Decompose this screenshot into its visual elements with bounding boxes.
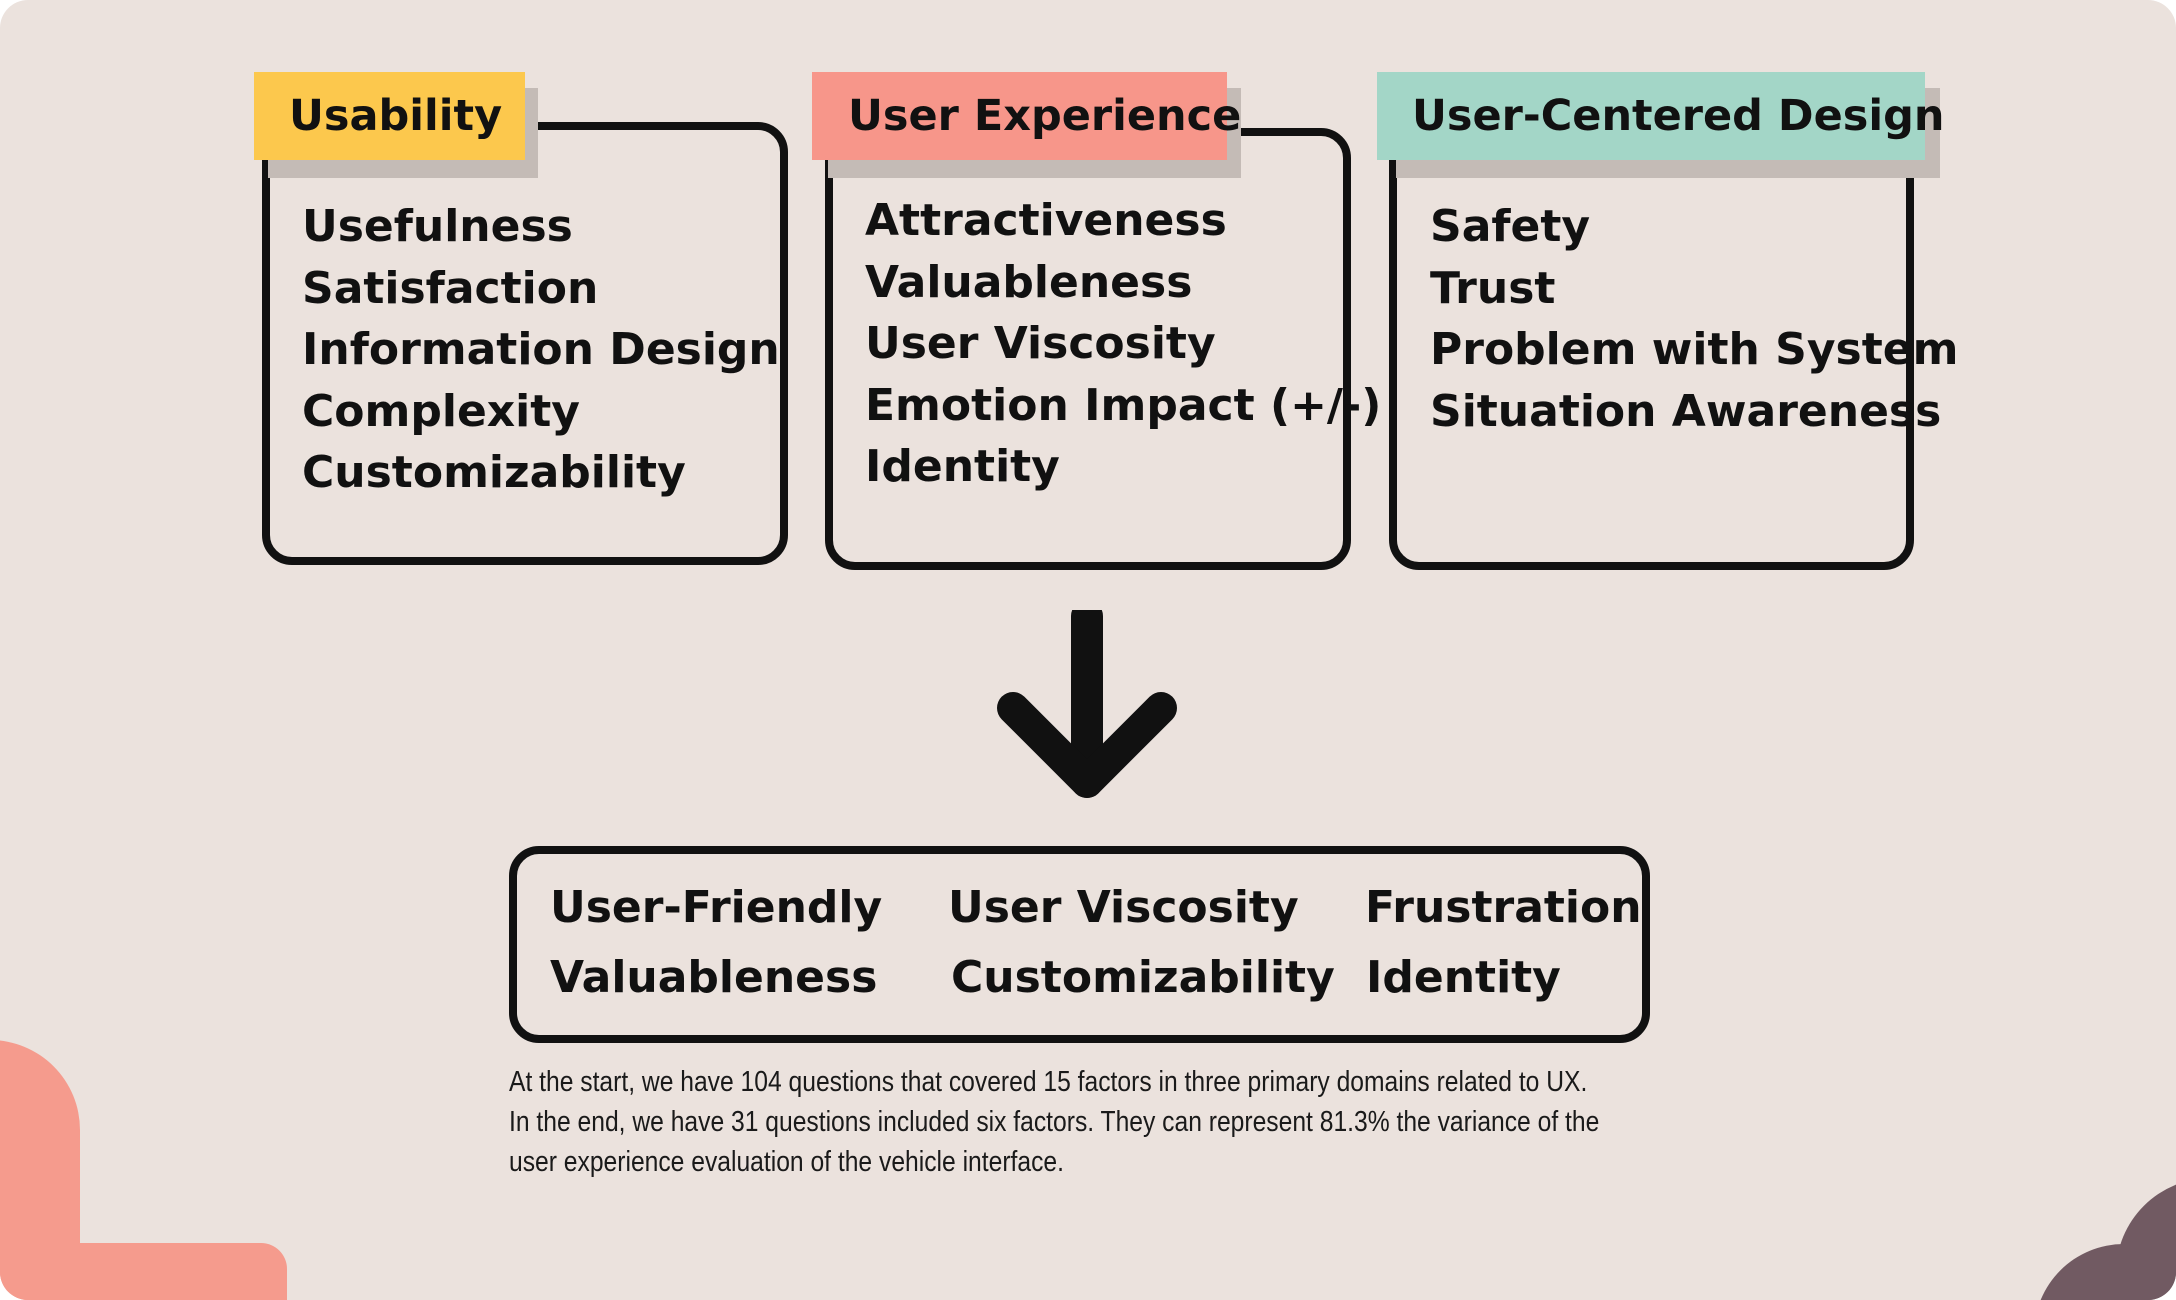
factor-item: Valuableness	[865, 256, 1193, 308]
user-experience-factor-list: Attractiveness Valuableness User Viscosi…	[865, 190, 1381, 498]
user-centered-design-factor-list: Safety Trust Problem with System Situati…	[1430, 196, 1958, 442]
result-factor-item: User Viscosity	[948, 882, 1299, 933]
result-factor-item: Identity	[1366, 952, 1561, 1003]
decor-bar-left	[0, 1243, 287, 1300]
factor-item: Trust	[1430, 262, 1556, 314]
factor-item: Safety	[1430, 201, 1591, 252]
user-experience-label: User Experience	[812, 72, 1241, 160]
result-factor-item: Frustration	[1365, 882, 1642, 933]
factor-item: User Viscosity	[865, 318, 1216, 369]
result-factors-box	[509, 846, 1650, 1043]
result-factor-item: User-Friendly	[550, 882, 883, 933]
factor-item: Attractiveness	[865, 195, 1227, 246]
summary-note-line: In the end, we have 31 questions include…	[509, 1106, 1600, 1138]
factor-item: Information Design	[302, 324, 780, 375]
factor-item: Identity	[865, 441, 1060, 492]
result-factor-item: Valuableness	[550, 952, 878, 1003]
summary-note-line: user experience evaluation of the vehicl…	[509, 1146, 1064, 1178]
result-factor-item: Customizability	[951, 952, 1335, 1003]
summary-note: At the start, we have 104 questions that…	[509, 1062, 1600, 1182]
factor-item: Satisfaction	[302, 262, 599, 314]
factor-item: Customizability	[302, 447, 686, 498]
usability-label: Usability	[254, 72, 525, 160]
usability-factor-list: Usefulness Satisfaction Information Desi…	[302, 196, 780, 504]
arrow-down-icon	[997, 610, 1177, 798]
summary-note-line: At the start, we have 104 questions that…	[509, 1066, 1588, 1098]
factor-item: Usefulness	[302, 201, 573, 252]
decor-shape-right	[2034, 1244, 2176, 1300]
factor-item: Situation Awareness	[1430, 385, 1942, 437]
factor-item: Emotion Impact (+/-)	[865, 379, 1382, 431]
user-centered-design-label: User-Centered Design	[1377, 72, 1944, 160]
factor-item: Problem with System	[1430, 324, 1959, 375]
factor-item: Complexity	[302, 385, 580, 437]
